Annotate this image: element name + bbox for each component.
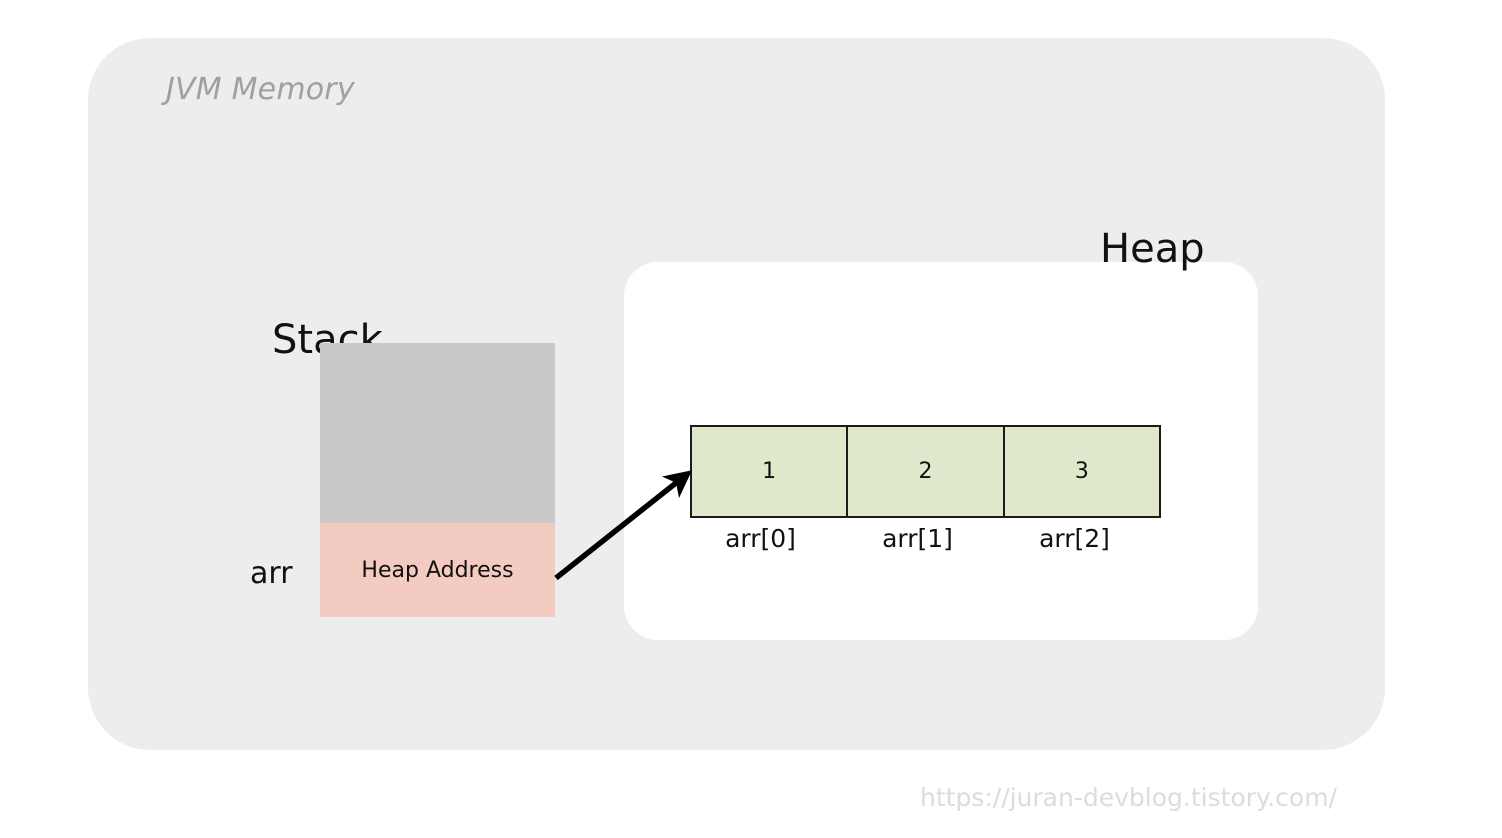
- array-index-label-row: arr[0] arr[1] arr[2]: [690, 524, 1161, 553]
- array-cell: 2: [848, 427, 1005, 516]
- heap-label: Heap: [1100, 226, 1205, 272]
- stack-slot-label: Heap Address: [361, 557, 514, 583]
- array-index-label: arr[0]: [725, 524, 796, 553]
- heap-array-object: 1 2 3: [690, 425, 1161, 518]
- array-cell: 3: [1074, 459, 1089, 484]
- source-url-watermark: https://juran-devblog.tistory.com/: [920, 783, 1337, 812]
- jvm-memory-title: JVM Memory: [166, 72, 355, 107]
- array-index-label: arr[1]: [882, 524, 953, 553]
- stack-free-region: [320, 343, 555, 523]
- stack-variable-name: arr: [250, 556, 293, 591]
- array-cell: 1: [692, 427, 849, 516]
- stack-slot-arr: Heap Address: [320, 523, 555, 617]
- stack-frame: Heap Address: [320, 343, 555, 617]
- array-index-label: arr[2]: [1039, 524, 1110, 553]
